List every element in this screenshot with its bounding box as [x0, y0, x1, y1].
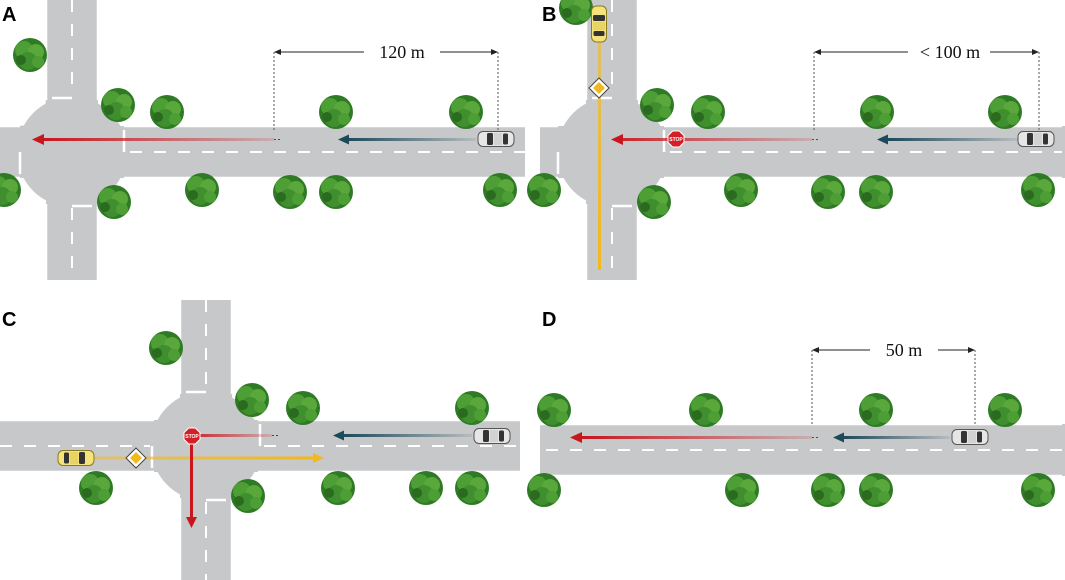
panel-d: 50 m D [527, 309, 1065, 507]
tree-icon [859, 473, 893, 507]
tree-icon [483, 173, 517, 207]
tree-icon [319, 175, 353, 209]
tree-icon [527, 473, 561, 507]
tree-icon [235, 383, 269, 417]
tree-icon [97, 185, 131, 219]
tree-icon [689, 393, 723, 427]
yellow-car-icon [591, 5, 607, 43]
tree-icon [149, 331, 183, 365]
distance-label: < 100 m [920, 42, 980, 62]
grey-car-icon [1017, 131, 1055, 147]
tree-icon [1021, 473, 1055, 507]
tree-icon [273, 175, 307, 209]
grey-car-icon [477, 131, 515, 147]
tree-icon [455, 391, 489, 425]
tree-icon [988, 393, 1022, 427]
tree-icon [988, 95, 1022, 129]
tree-icon [811, 175, 845, 209]
tree-icon [859, 175, 893, 209]
tree-icon [449, 95, 483, 129]
tree-icon [527, 173, 561, 207]
stop-sign-text: STOP [185, 434, 199, 440]
panel-c: STOP C [0, 300, 520, 580]
stop-sign-text: STOP [669, 137, 683, 143]
tree-icon [321, 471, 355, 505]
tree-icon [860, 95, 894, 129]
panel-label: B [542, 4, 556, 26]
grey-car-icon [951, 429, 989, 445]
tree-icon [409, 471, 443, 505]
tree-icon [691, 95, 725, 129]
tree-icon [537, 393, 571, 427]
tree-icon [725, 473, 759, 507]
yellow-car-icon [57, 450, 95, 466]
tree-icon [101, 88, 135, 122]
tree-icon [79, 471, 113, 505]
grey-car-icon [473, 428, 511, 444]
distance-label: 50 m [886, 340, 923, 360]
tree-icon [1021, 173, 1055, 207]
tree-icon [637, 185, 671, 219]
panel-label: C [2, 309, 16, 331]
tree-icon [185, 173, 219, 207]
distance-label: 120 m [379, 42, 425, 62]
tree-icon [640, 88, 674, 122]
tree-icon [286, 391, 320, 425]
panel-label: A [2, 4, 16, 26]
panel-a: 120 m A [0, 0, 525, 280]
tree-icon [811, 473, 845, 507]
tree-icon [455, 471, 489, 505]
tree-icon [724, 173, 758, 207]
tree-icon [13, 38, 47, 72]
tree-icon [859, 393, 893, 427]
panel-b: STOP < 100 m B [527, 0, 1065, 280]
tree-icon [150, 95, 184, 129]
tree-icon [319, 95, 353, 129]
panel-label: D [542, 309, 556, 331]
tree-icon [231, 479, 265, 513]
